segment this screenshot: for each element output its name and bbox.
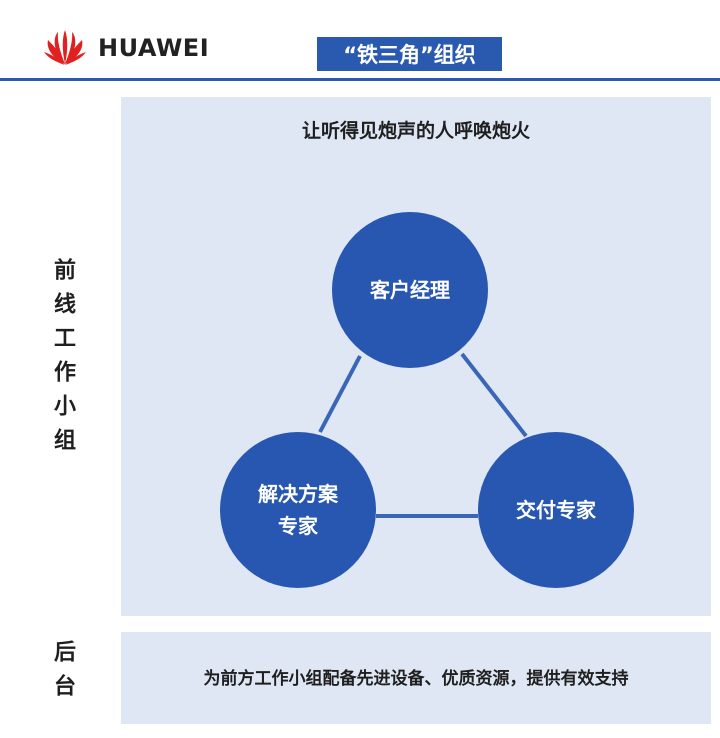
- back-office-panel: [121, 632, 711, 724]
- front-line-side-label: 前线工作小组: [50, 258, 75, 462]
- brand-name: HUAWEI: [98, 34, 210, 62]
- page-title: “铁三角”组织: [317, 37, 502, 71]
- back-office-text: 为前方工作小组配备先进设备、优质资源，提供有效支持: [203, 669, 629, 689]
- front-line-heading: 让听得见炮声的人呼唤炮火: [301, 120, 530, 142]
- connector-manager-solution: [318, 355, 362, 433]
- huawei-petal-logo-icon: [44, 30, 86, 65]
- node-solution-expert: 解决方案 专家: [220, 432, 376, 588]
- brand-logo: HUAWEI: [40, 28, 209, 68]
- back-office-side-label: 后台: [50, 640, 75, 708]
- node-customer-manager: 客户经理: [332, 212, 488, 368]
- connector-manager-delivery: [460, 352, 528, 438]
- node-delivery-expert: 交付专家: [478, 432, 634, 588]
- header-divider: [0, 78, 720, 81]
